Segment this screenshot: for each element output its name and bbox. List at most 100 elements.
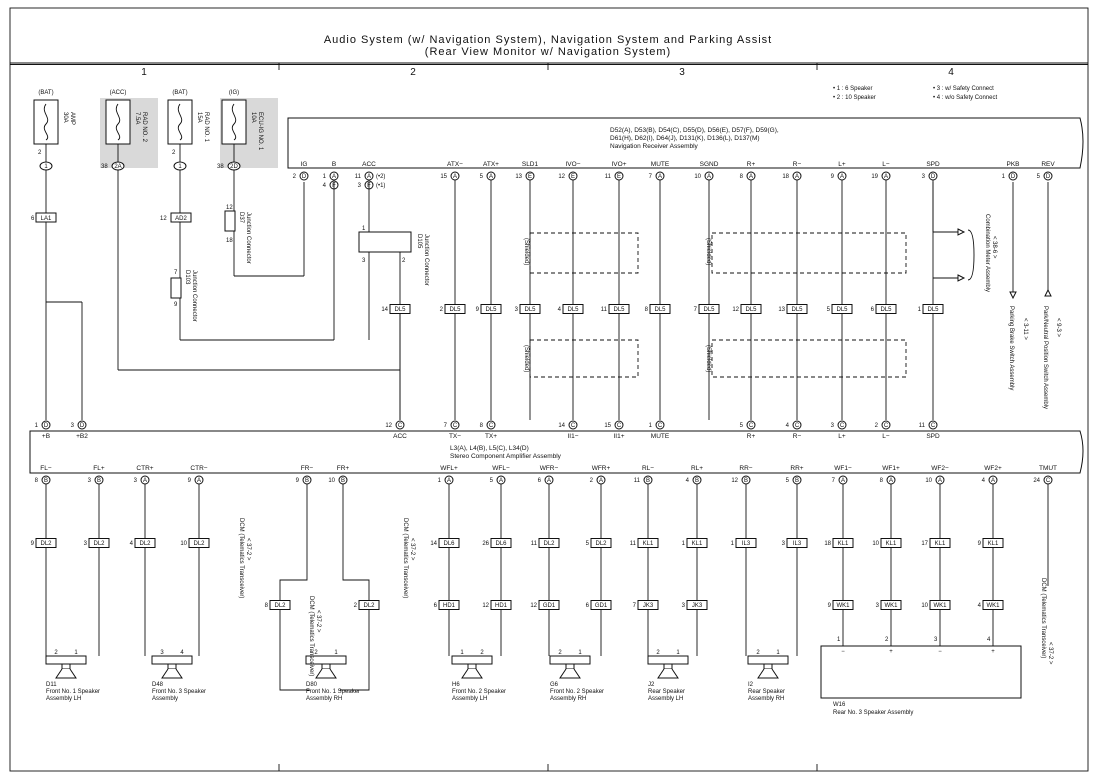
svg-text:DL5: DL5 bbox=[524, 307, 536, 313]
amp-top-label: ACC bbox=[393, 433, 407, 440]
svg-text:7: 7 bbox=[444, 423, 448, 429]
svg-text:IL3: IL3 bbox=[742, 541, 751, 547]
svg-text:1: 1 bbox=[178, 164, 182, 170]
svg-text:3: 3 bbox=[71, 423, 75, 429]
svg-text:6: 6 bbox=[586, 603, 590, 609]
svg-text:1: 1 bbox=[460, 650, 464, 656]
svg-text:DL2: DL2 bbox=[543, 541, 555, 547]
svg-text:DL5: DL5 bbox=[836, 307, 848, 313]
svg-text:DL5: DL5 bbox=[394, 307, 406, 313]
woofer-pins: 1−2+3−4+ bbox=[837, 637, 995, 655]
svg-text:Assembly RH: Assembly RH bbox=[550, 696, 586, 702]
svg-text:E: E bbox=[571, 174, 575, 180]
svg-text:RAD NO. 1: RAD NO. 1 bbox=[203, 112, 209, 143]
svg-text:C: C bbox=[571, 423, 576, 429]
svg-text:15: 15 bbox=[604, 423, 611, 429]
svg-text:Combination Meter Assembly: Combination Meter Assembly bbox=[984, 214, 990, 292]
svg-text:11: 11 bbox=[605, 174, 612, 180]
svg-text:38: 38 bbox=[101, 164, 108, 170]
svg-text:38: 38 bbox=[217, 164, 224, 170]
amp-top-label: L− bbox=[882, 433, 890, 440]
nav-terminal-label: SGND bbox=[700, 161, 719, 168]
amp-top-label: MUTE bbox=[651, 433, 670, 440]
nav-terminal-label: B bbox=[332, 161, 336, 168]
svg-text:2: 2 bbox=[875, 423, 879, 429]
amp-bottom-label: RR+ bbox=[790, 465, 803, 472]
svg-text:C: C bbox=[795, 423, 800, 429]
svg-text:3: 3 bbox=[782, 541, 786, 547]
svg-text:11: 11 bbox=[634, 478, 641, 484]
svg-text:H6: H6 bbox=[452, 682, 460, 688]
svg-text:D37: D37 bbox=[238, 212, 244, 224]
svg-text:10: 10 bbox=[872, 541, 879, 547]
svg-text:L3(A), L4(B), L5(C), L34(D): L3(A), L4(B), L5(C), L34(D) bbox=[450, 445, 529, 452]
note-4: • 4 : w/o Safety Connect bbox=[933, 95, 997, 101]
nav-terminal-label: IVO− bbox=[566, 161, 581, 168]
svg-text:9: 9 bbox=[296, 478, 300, 484]
nav-terminal-label: L− bbox=[882, 161, 890, 168]
svg-text:1: 1 bbox=[1002, 174, 1006, 180]
amp-bottom-label: CTR+ bbox=[136, 465, 153, 472]
svg-text:10: 10 bbox=[921, 603, 928, 609]
svg-text:Assembly LH: Assembly LH bbox=[648, 696, 683, 702]
svg-text:1: 1 bbox=[362, 226, 366, 232]
svg-text:8: 8 bbox=[880, 478, 884, 484]
svg-text:10: 10 bbox=[328, 478, 335, 484]
svg-text:IL3: IL3 bbox=[793, 541, 802, 547]
dcm-label-3: DCM (Telematics Transceiver) bbox=[308, 596, 314, 676]
svg-text:12: 12 bbox=[385, 423, 392, 429]
woofer-sign: + bbox=[991, 649, 995, 655]
svg-text:Junction Connector: Junction Connector bbox=[191, 270, 197, 322]
woofer-pin: 2 bbox=[885, 637, 889, 643]
svg-text:Assembly LH: Assembly LH bbox=[452, 696, 487, 702]
shield-box-3 bbox=[711, 232, 907, 274]
svg-text:1: 1 bbox=[578, 650, 582, 656]
svg-text:B: B bbox=[795, 478, 799, 484]
svg-text:8: 8 bbox=[740, 174, 744, 180]
svg-text:12: 12 bbox=[482, 603, 489, 609]
svg-text:< 3-11 >: < 3-11 > bbox=[1022, 318, 1028, 340]
svg-text:5: 5 bbox=[1037, 174, 1041, 180]
amp-bottom-label: WFL− bbox=[492, 465, 510, 472]
svg-text:15A: 15A bbox=[196, 112, 202, 123]
svg-text:D: D bbox=[44, 423, 49, 429]
svg-text:7: 7 bbox=[633, 603, 637, 609]
svg-text:3: 3 bbox=[515, 307, 519, 313]
svg-text:10: 10 bbox=[925, 478, 932, 484]
svg-text:WK1: WK1 bbox=[986, 603, 1000, 609]
svg-text:Rear No. 3 Speaker Assembly: Rear No. 3 Speaker Assembly bbox=[833, 710, 913, 716]
svg-text:5: 5 bbox=[490, 478, 494, 484]
svg-text:A: A bbox=[489, 174, 493, 180]
svg-text:2: 2 bbox=[172, 150, 176, 156]
svg-text:5: 5 bbox=[586, 541, 590, 547]
sheet-frame bbox=[9, 7, 1089, 772]
svg-text:11: 11 bbox=[630, 541, 637, 547]
svg-text:Assembly: Assembly bbox=[152, 696, 178, 702]
svg-text:2: 2 bbox=[293, 174, 297, 180]
svg-text:26: 26 bbox=[482, 541, 489, 547]
svg-text:4: 4 bbox=[978, 603, 982, 609]
nav-terminal-label: R+ bbox=[747, 161, 756, 168]
